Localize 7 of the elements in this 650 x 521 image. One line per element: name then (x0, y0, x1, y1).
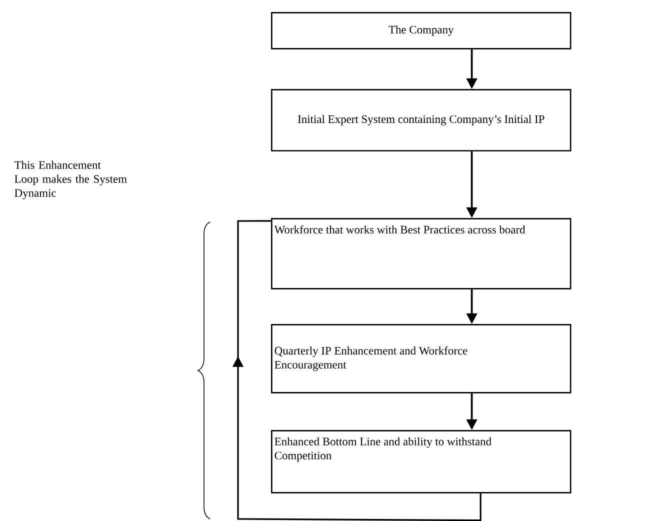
process-box: Workforce that works with Best Practices across board (271, 218, 572, 290)
process-box: Enhanced Bottom Line and ability to withstand Competition (271, 430, 572, 494)
annotation-text: This Enhancement Loop makes the System Dynamic (14, 160, 127, 200)
process-box: Initial Expert System containing Company’s Initial IP (271, 89, 572, 152)
arrow (232, 220, 482, 521)
process-box: Quarterly IP Enhancement and Workforce Encouragement (271, 324, 572, 394)
process-box: The Company (271, 12, 572, 50)
